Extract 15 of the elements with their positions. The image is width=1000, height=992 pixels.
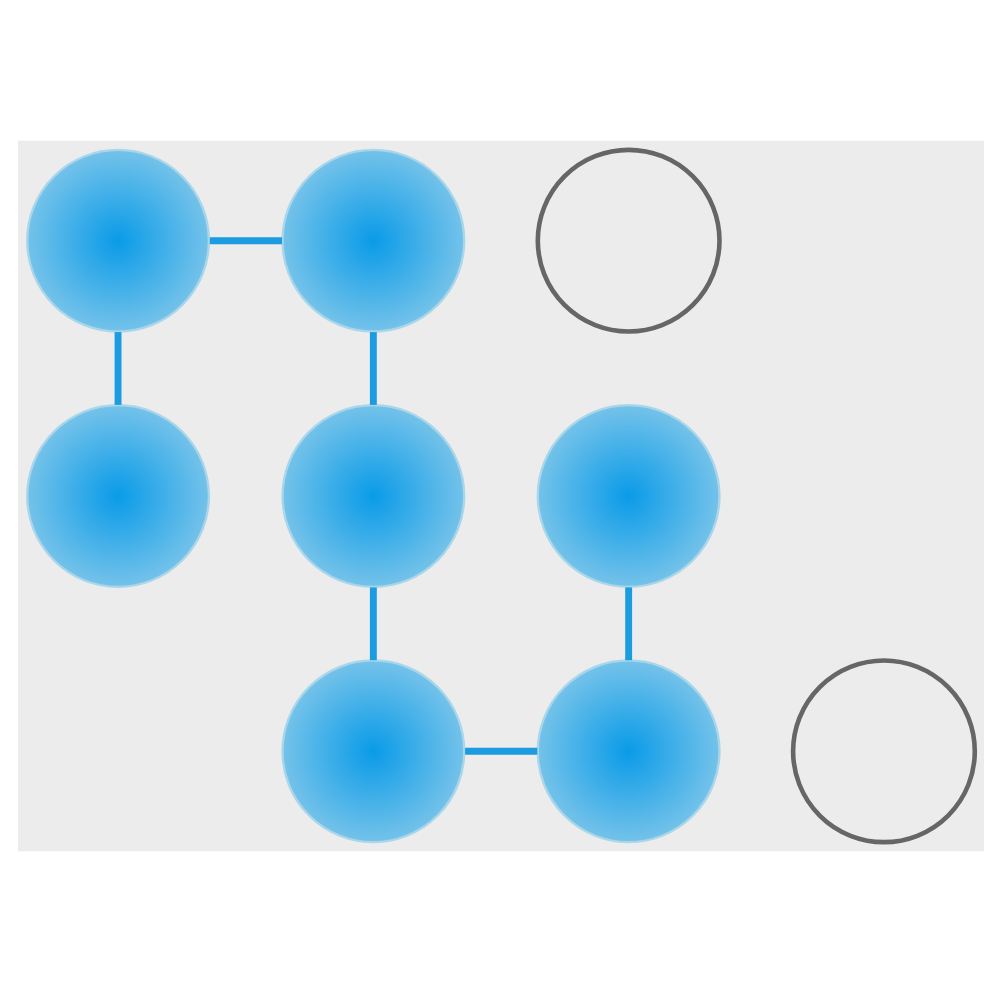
- connector: [208, 237, 281, 245]
- node-circle: [534, 147, 721, 334]
- node-circle: [535, 659, 720, 844]
- node-circle: [535, 404, 720, 588]
- node-circle: [280, 404, 465, 588]
- node-circle: [25, 148, 210, 333]
- node-circle: [789, 658, 977, 845]
- node-circle: [280, 659, 465, 844]
- connector: [368, 332, 376, 405]
- node-circle: [280, 148, 465, 333]
- connector: [368, 587, 376, 661]
- connector: [624, 587, 632, 661]
- connector: [464, 747, 537, 755]
- connector: [113, 332, 121, 405]
- node-circle: [25, 404, 210, 588]
